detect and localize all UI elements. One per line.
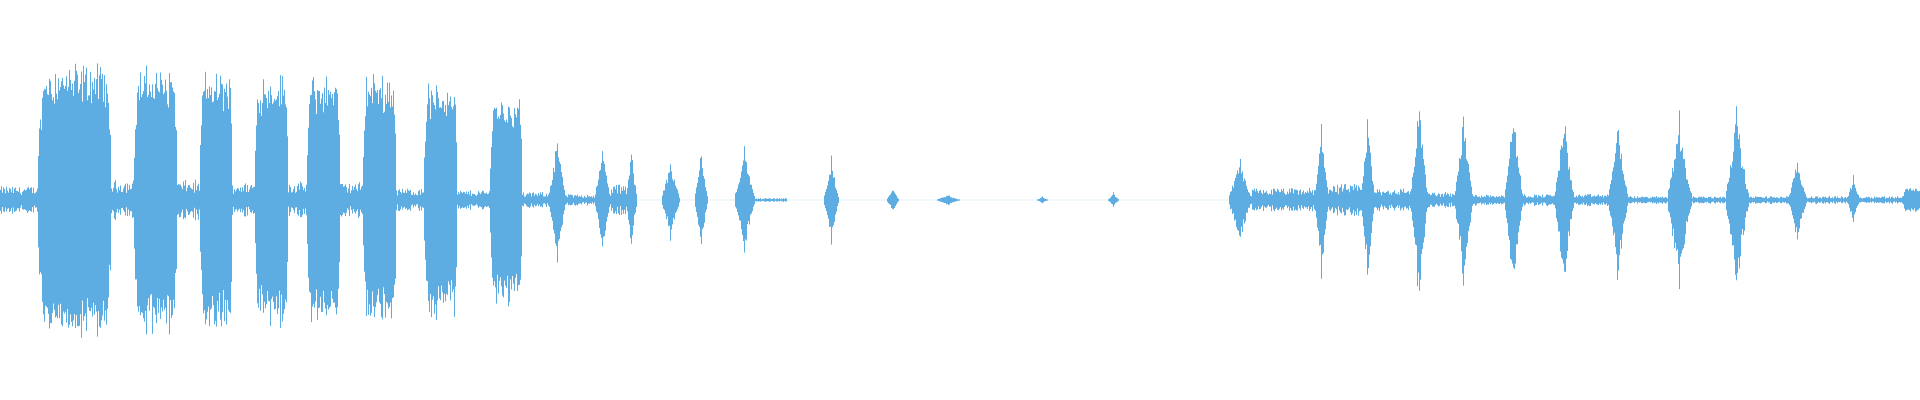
waveform-segment: [1847, 175, 1860, 222]
waveform-segment: [340, 182, 363, 219]
waveform-segment: [200, 71, 232, 327]
waveform-segment: [1749, 196, 1789, 204]
waveform-segment: [824, 155, 839, 245]
waveform-segment: [1428, 192, 1455, 208]
waveform-segment: [1628, 196, 1668, 205]
waveform-segment: [1252, 187, 1315, 212]
waveform-segment: [288, 181, 307, 218]
waveform-segment: [566, 194, 595, 206]
waveform-segment: [1668, 110, 1692, 290]
waveform-segment: [735, 146, 755, 253]
waveform-segment: [1609, 130, 1628, 281]
waveform-segment: [396, 188, 424, 212]
waveform-segment: [755, 198, 787, 202]
waveform-segment: [937, 195, 960, 206]
waveform-segment: [695, 156, 708, 245]
waveform-segment: [1455, 116, 1473, 286]
waveform-segment: [424, 83, 457, 320]
waveform-segment: [1108, 192, 1119, 208]
waveform-segment: [1411, 111, 1428, 291]
waveform-segment: [38, 63, 111, 338]
waveform-segment: [307, 76, 340, 323]
waveform-segment: [626, 154, 637, 244]
waveform-segment: [1726, 106, 1749, 281]
waveform-segment: [1473, 194, 1505, 206]
waveform-segment: [1361, 119, 1375, 275]
waveform-segment: [1692, 196, 1726, 204]
waveform-segment: [522, 191, 549, 208]
waveform-segment: [1505, 128, 1523, 270]
waveform-segment: [1807, 195, 1847, 205]
waveform-segment: [1789, 162, 1807, 240]
waveform-segment: [611, 184, 626, 215]
waveform-segment: [1315, 124, 1329, 279]
waveform-segment: [363, 73, 396, 320]
waveform-segment: [1860, 196, 1903, 204]
waveform-segment: [232, 183, 255, 217]
waveform-segment: [887, 190, 899, 210]
waveform-segment: [1375, 188, 1411, 212]
waveform-segment: [0, 186, 38, 214]
waveform-segment: [1574, 194, 1609, 207]
waveform-segment: [1903, 188, 1920, 212]
waveform-segment: [177, 179, 200, 221]
waveform-segment: [490, 99, 522, 307]
waveform-segment: [1555, 126, 1574, 273]
waveform-segment: [549, 143, 566, 263]
waveform-segment: [457, 190, 490, 210]
waveform-segment: [134, 65, 177, 335]
waveform-segment: [1329, 183, 1361, 216]
waveform-segment: [111, 180, 134, 220]
waveform-segment: [1037, 196, 1048, 204]
waveform-segment: [662, 164, 680, 241]
waveform-segment: [1229, 158, 1252, 237]
waveform-segment: [1523, 194, 1555, 207]
waveform-segment: [595, 151, 611, 247]
waveform-segment: [255, 75, 288, 328]
